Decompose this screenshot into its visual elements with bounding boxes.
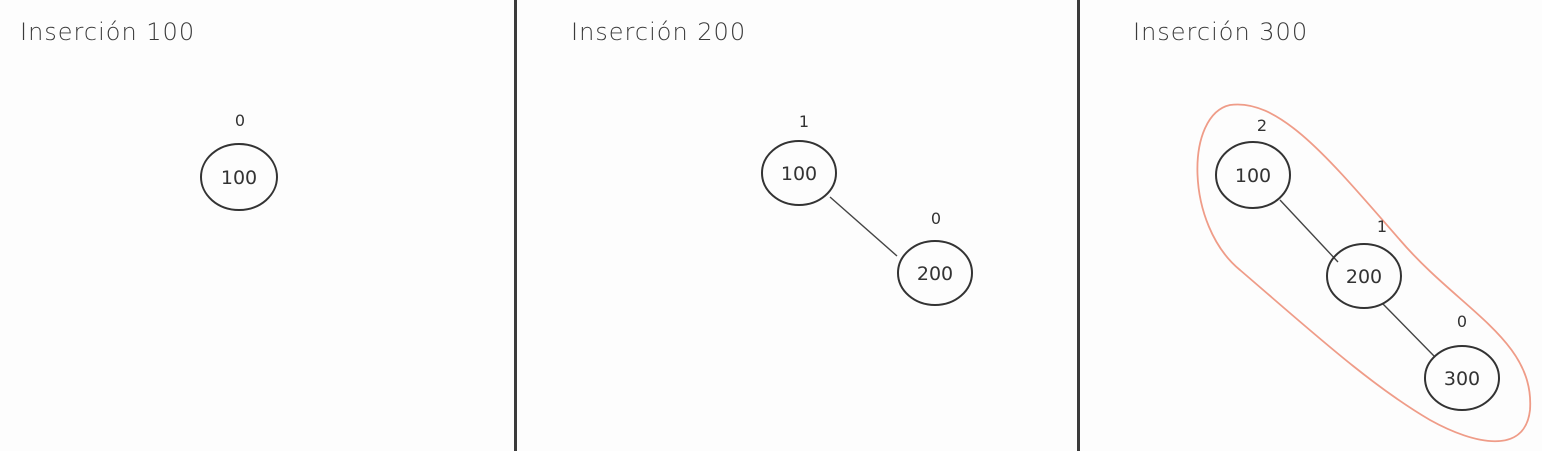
panel-title: Inserción 300 bbox=[1133, 18, 1309, 46]
tree-node: 1 100 bbox=[761, 112, 837, 206]
node-value: 300 bbox=[1444, 368, 1480, 390]
node-height-label: 0 bbox=[1457, 312, 1467, 331]
tree-edge bbox=[1279, 199, 1339, 263]
node-value: 200 bbox=[1346, 266, 1382, 288]
tree-diagram: 2 100 1 200 0 300 bbox=[1196, 103, 1531, 442]
node-height-label: 1 bbox=[1377, 217, 1387, 236]
tree-node: 0 100 bbox=[200, 111, 278, 211]
tree-diagram: 0 100 bbox=[200, 111, 278, 211]
tree-edge bbox=[829, 196, 898, 257]
tree-node: 0 300 bbox=[1424, 312, 1500, 411]
panel-divider bbox=[514, 0, 517, 451]
tree-node: 0 200 bbox=[897, 209, 973, 306]
node-height-label: 1 bbox=[799, 112, 809, 131]
node-value: 200 bbox=[917, 263, 953, 285]
node-circle bbox=[761, 140, 837, 206]
tree-node: 2 100 bbox=[1215, 116, 1291, 209]
node-circle bbox=[200, 143, 278, 211]
panel-insertion-300: Inserción 300 2 100 1 200 0 300 bbox=[1080, 0, 1542, 451]
node-value: 100 bbox=[1235, 165, 1271, 187]
node-circle bbox=[1215, 141, 1291, 209]
panel-insertion-100: Inserción 100 0 100 bbox=[0, 0, 514, 451]
node-value: 100 bbox=[781, 163, 817, 185]
panel-title: Inserción 100 bbox=[20, 18, 196, 46]
node-height-label: 0 bbox=[235, 111, 245, 130]
node-height-label: 0 bbox=[931, 209, 941, 228]
node-circle bbox=[897, 240, 973, 306]
node-circle bbox=[1424, 345, 1500, 411]
node-height-label: 2 bbox=[1257, 116, 1267, 135]
tree-edge bbox=[1382, 303, 1436, 358]
panel-insertion-200: Inserción 200 1 100 0 200 bbox=[517, 0, 1077, 451]
tree-diagram: 1 100 0 200 bbox=[761, 112, 973, 306]
tree-node: 1 200 bbox=[1326, 217, 1402, 309]
panel-divider bbox=[1077, 0, 1080, 451]
unbalanced-highlight-outline bbox=[1196, 103, 1531, 442]
node-value: 100 bbox=[221, 167, 257, 189]
panel-title: Inserción 200 bbox=[571, 18, 747, 46]
node-circle bbox=[1326, 243, 1402, 309]
